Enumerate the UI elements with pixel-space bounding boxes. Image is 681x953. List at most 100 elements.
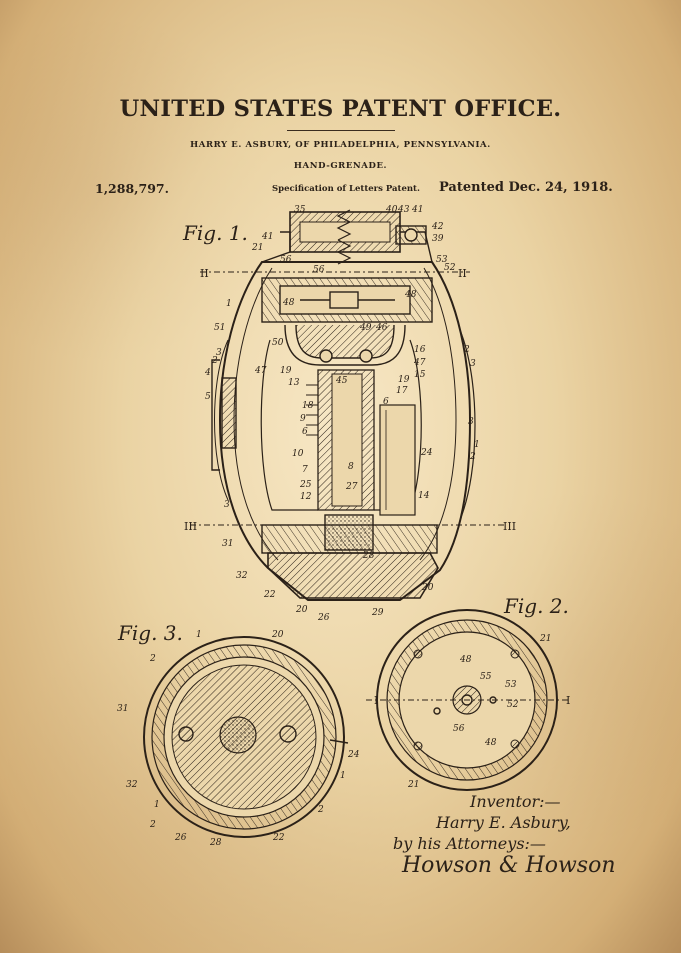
svg-text:51: 51 <box>214 323 225 333</box>
svg-text:29: 29 <box>371 608 384 618</box>
svg-text:7: 7 <box>302 465 308 475</box>
svg-text:26: 26 <box>317 613 330 623</box>
svg-text:2: 2 <box>469 452 476 462</box>
svg-text:3: 3 <box>468 417 474 427</box>
inventor-line: HARRY E. ASBURY, OF PHILADELPHIA, PENNSY… <box>190 140 491 150</box>
figure-3-label: Fig. 3. <box>117 621 183 645</box>
svg-text:55: 55 <box>480 672 492 682</box>
svg-text:52: 52 <box>507 700 519 710</box>
svg-text:39: 39 <box>432 234 444 244</box>
svg-text:24: 24 <box>420 448 433 458</box>
svg-text:22: 22 <box>272 833 285 843</box>
svg-text:50: 50 <box>272 338 284 348</box>
svg-text:35: 35 <box>294 205 306 215</box>
section-label-III: III <box>184 520 197 533</box>
svg-text:52: 52 <box>444 263 456 273</box>
svg-text:6: 6 <box>383 397 389 407</box>
svg-text:40: 40 <box>385 205 398 215</box>
section-label-III-right: III <box>503 520 516 533</box>
svg-text:56: 56 <box>280 255 292 265</box>
inventor-name: Harry E. Asbury, <box>436 813 571 832</box>
section-label-II-right: II <box>458 267 467 280</box>
svg-text:2: 2 <box>317 805 324 815</box>
svg-text:56: 56 <box>453 724 465 734</box>
svg-text:32: 32 <box>236 571 248 581</box>
svg-text:20: 20 <box>295 605 308 615</box>
svg-text:48: 48 <box>404 290 417 300</box>
svg-text:21: 21 <box>407 780 419 790</box>
svg-text:53: 53 <box>505 680 517 690</box>
svg-text:9: 9 <box>300 414 306 424</box>
svg-text:10: 10 <box>292 449 304 459</box>
svg-text:1: 1 <box>340 771 346 781</box>
section-label-I-right: I <box>566 694 570 707</box>
svg-text:13: 13 <box>288 378 300 388</box>
svg-text:22: 22 <box>263 590 276 600</box>
svg-text:2: 2 <box>149 654 156 664</box>
svg-text:16: 16 <box>414 345 426 355</box>
svg-text:53: 53 <box>436 255 448 265</box>
svg-text:56: 56 <box>313 265 325 275</box>
svg-text:1: 1 <box>196 630 202 640</box>
svg-text:3: 3 <box>470 359 476 369</box>
figure-1-label: Fig. 1. <box>182 221 248 245</box>
svg-text:45: 45 <box>335 376 348 386</box>
svg-text:27: 27 <box>345 482 358 492</box>
svg-text:41: 41 <box>411 205 423 215</box>
svg-text:1: 1 <box>474 440 480 450</box>
svg-text:48: 48 <box>459 655 472 665</box>
svg-text:42: 42 <box>431 222 444 232</box>
svg-text:43: 43 <box>397 205 410 215</box>
svg-text:46: 46 <box>375 323 388 333</box>
svg-text:19: 19 <box>280 366 292 376</box>
svg-text:24: 24 <box>347 750 360 760</box>
svg-text:21: 21 <box>251 243 263 253</box>
inventor-label: Inventor:— <box>470 792 561 811</box>
svg-text:28: 28 <box>362 551 375 561</box>
svg-text:4: 4 <box>204 368 211 378</box>
svg-text:31: 31 <box>222 539 233 549</box>
title-rule <box>287 130 395 131</box>
patented-date: Patented Dec. 24, 1918. <box>439 180 613 195</box>
svg-text:48: 48 <box>484 738 497 748</box>
attorneys-signature: Howson & Howson <box>402 853 616 878</box>
svg-text:2: 2 <box>149 820 156 830</box>
svg-text:2: 2 <box>211 356 218 366</box>
svg-text:48: 48 <box>282 298 295 308</box>
svg-text:5: 5 <box>205 392 211 402</box>
office-title: UNITED STATES PATENT OFFICE. <box>119 96 562 122</box>
svg-text:31: 31 <box>117 704 128 714</box>
figure-2-top-view: 21 48 55 53 52 56 48 21 I I Fig. 2. <box>366 594 570 791</box>
svg-text:14: 14 <box>418 491 430 501</box>
section-label-I: I <box>374 694 378 707</box>
invention-title: HAND-GRENADE. <box>293 161 388 171</box>
svg-text:32: 32 <box>126 780 138 790</box>
svg-text:1: 1 <box>154 800 160 810</box>
svg-text:1: 1 <box>226 299 232 309</box>
svg-text:49: 49 <box>359 323 372 333</box>
svg-text:6: 6 <box>302 427 308 437</box>
svg-text:3: 3 <box>224 500 230 510</box>
svg-text:17: 17 <box>396 386 408 396</box>
svg-text:41: 41 <box>261 232 273 242</box>
svg-text:15: 15 <box>414 370 426 380</box>
svg-text:25: 25 <box>299 480 312 490</box>
svg-text:12: 12 <box>300 492 312 502</box>
svg-text:26: 26 <box>174 833 187 843</box>
figure-2-label: Fig. 2. <box>503 594 569 618</box>
patent-number: 1,288,797. <box>95 181 169 196</box>
svg-text:20: 20 <box>271 630 284 640</box>
specification-label: Specification of Letters Patent. <box>272 184 420 194</box>
svg-text:19: 19 <box>398 375 410 385</box>
svg-text:18: 18 <box>302 401 314 411</box>
attorneys-by-line: by his Attorneys:— <box>393 834 546 853</box>
svg-text:20: 20 <box>421 583 434 593</box>
svg-text:47: 47 <box>254 366 267 376</box>
svg-text:47: 47 <box>413 358 426 368</box>
svg-text:21: 21 <box>539 634 551 644</box>
svg-text:8: 8 <box>348 462 354 472</box>
svg-text:3: 3 <box>216 348 222 358</box>
